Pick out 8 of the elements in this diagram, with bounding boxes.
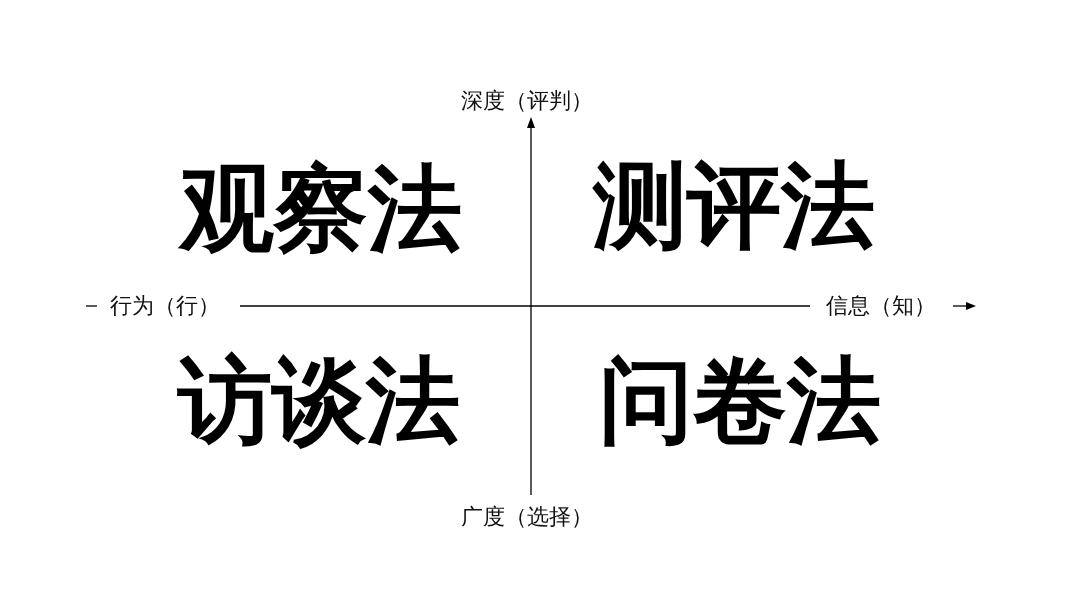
quadrant-label: 问卷法 [599, 353, 881, 447]
quadrant-label: 访谈法 [178, 353, 460, 447]
axis-label: 行为（行） [110, 295, 220, 317]
quadrant-label: 观察法 [180, 161, 462, 255]
axis-label: 信息（知） [826, 295, 936, 317]
axis-label: 深度（评判） [461, 90, 593, 112]
quadrant-label: 测评法 [593, 158, 875, 252]
axis-label: 广度（选择） [461, 506, 593, 528]
